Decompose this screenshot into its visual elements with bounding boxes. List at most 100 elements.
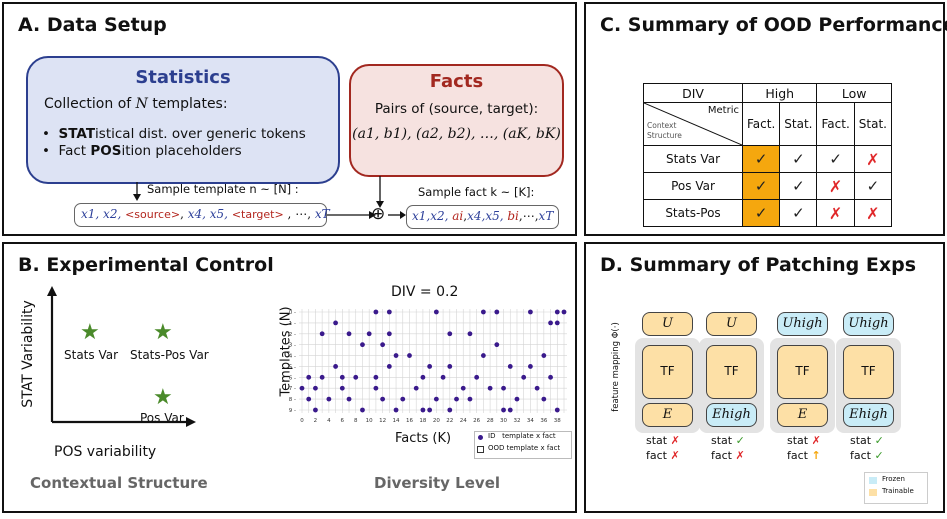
data-point xyxy=(447,407,453,413)
cross-icon: ✗ xyxy=(811,434,821,447)
data-point xyxy=(521,374,527,380)
facts-box: Facts Pairs of (source, target): (a1, b1… xyxy=(349,64,564,177)
context-label: Context xyxy=(647,121,677,130)
x-tick-label: 8 xyxy=(354,418,358,424)
statistics-bullet-1: • STATistical dist. over generic tokens xyxy=(42,126,306,142)
tf-blocks: TF Blocks xyxy=(843,345,894,429)
unembed-block: U xyxy=(706,312,757,336)
sample-template-label: Sample template n ~ [N] : xyxy=(147,182,299,196)
check-icon: ✓ xyxy=(853,172,892,200)
stat-result: stat ✗ xyxy=(646,434,680,447)
data-point xyxy=(467,331,473,337)
col-stat-high: Stat. xyxy=(779,102,818,146)
chart-title: DIV = 0.2 xyxy=(391,284,459,300)
data-point xyxy=(366,331,372,337)
panel-experimental-control: B. Experimental Control STAT Variability… xyxy=(2,242,577,513)
feature-mapping-label: feature mapping Φ(·) xyxy=(611,322,621,412)
x-tick-label: 10 xyxy=(366,418,373,424)
star-label-pos-var: Pos Var xyxy=(140,411,184,425)
data-point xyxy=(467,396,473,402)
unembed-high-block: Uhigh xyxy=(777,312,828,336)
data-point xyxy=(494,309,500,315)
cross-icon: ✗ xyxy=(816,199,855,227)
data-point xyxy=(447,364,453,369)
data-point xyxy=(346,396,352,402)
panel-c-title: C. Summary of OOD Performance xyxy=(600,14,947,36)
caption-contextual-structure: Contextual Structure xyxy=(30,474,208,492)
data-point xyxy=(313,407,318,413)
data-point xyxy=(400,396,406,402)
data-point xyxy=(541,396,547,402)
data-point xyxy=(427,407,433,413)
data-point xyxy=(313,385,318,391)
data-point xyxy=(561,309,567,315)
data-point xyxy=(433,309,439,315)
data-point xyxy=(541,353,547,358)
x-tick-label: 26 xyxy=(473,418,480,424)
facts-line1: Pairs of (source, target): xyxy=(374,101,539,117)
legend-frozen-label: Frozen xyxy=(882,475,905,483)
x-tick-label: 12 xyxy=(379,418,386,424)
caption-diversity-level: Diversity Level xyxy=(374,474,501,492)
panel-d-title: D. Summary of Patching Exps xyxy=(600,254,917,276)
cross-icon: ✗ xyxy=(853,145,892,173)
x-tick-label: 22 xyxy=(446,418,453,424)
panel-ood-summary: C. Summary of OOD Performance DIV High L… xyxy=(584,2,947,236)
y-tick-label: 6 - xyxy=(289,375,296,381)
col-fact-high: Fact. xyxy=(741,102,781,146)
sample-fact-label: Sample fact k ~ [K]: xyxy=(418,185,535,199)
data-point xyxy=(534,385,540,391)
data-point xyxy=(420,407,426,413)
fact-result: fact ✗ xyxy=(711,449,745,462)
data-point xyxy=(440,374,446,380)
data-point xyxy=(548,320,553,326)
tf-blocks: TF Blocks xyxy=(642,345,693,429)
tf-blocks: TF Blocks xyxy=(777,345,828,429)
star-icon: ★ xyxy=(153,385,173,410)
fact-result: fact ✗ xyxy=(646,449,680,462)
diagonal-header-cell: Metric Context Structure xyxy=(643,102,743,146)
legend-frozen-swatch xyxy=(869,477,877,484)
x-tick-label: 2 xyxy=(314,418,318,424)
x-tick-label: 4 xyxy=(327,418,331,424)
fact-sequence: x1,x2, ai,x4,x5, bi,⋯,xT xyxy=(406,205,559,229)
data-point xyxy=(373,374,379,380)
template-sequence: x1, x2, <source>, x4, x5, <target> , ⋯, … xyxy=(74,203,330,227)
x-tick-label: 32 xyxy=(513,418,520,424)
x-tick-label: 28 xyxy=(487,418,494,424)
data-point xyxy=(554,309,560,315)
data-point xyxy=(487,385,493,391)
cross-icon: ✗ xyxy=(816,172,855,200)
facts-heading: Facts xyxy=(429,71,484,92)
legend-trainable-label: Trainable xyxy=(882,487,914,495)
data-point xyxy=(407,353,412,358)
panel-data-setup: A. Data Setup Statistics Collection of N… xyxy=(2,2,577,236)
low-header: Low xyxy=(816,83,892,103)
data-point xyxy=(494,342,500,348)
table-row: Stats-Pos ✓ ✓ ✗ ✗ xyxy=(643,199,892,227)
statistics-line1: Collection of N templates: xyxy=(44,96,228,112)
data-point xyxy=(386,309,392,315)
data-point xyxy=(393,353,399,358)
x-tick-label: 24 xyxy=(460,418,467,424)
check-icon: ✓ xyxy=(874,434,884,447)
data-point xyxy=(427,364,433,369)
oplus-icon: ⊕ xyxy=(371,204,386,224)
embed-block: E xyxy=(642,403,693,427)
y-tick-label: 8 - xyxy=(289,397,296,403)
check-icon: ✓ xyxy=(735,434,745,447)
data-point xyxy=(386,331,392,337)
check-icon: ✓ xyxy=(874,449,884,462)
data-point xyxy=(360,342,365,348)
data-point xyxy=(507,407,513,413)
data-point xyxy=(554,320,560,326)
star-label-stats-var: Stats Var xyxy=(64,348,119,362)
panel-patching-exps: D. Summary of Patching Exps feature mapp… xyxy=(584,242,945,513)
x-tick-label: 38 xyxy=(554,418,561,424)
stat-result: stat ✓ xyxy=(850,434,884,447)
data-point xyxy=(319,374,325,380)
star-icon: ★ xyxy=(153,320,173,345)
chart-xlabel: Facts (K) xyxy=(395,431,452,446)
x-tick-label: 36 xyxy=(540,418,547,424)
check-icon: ✓ xyxy=(741,145,781,173)
